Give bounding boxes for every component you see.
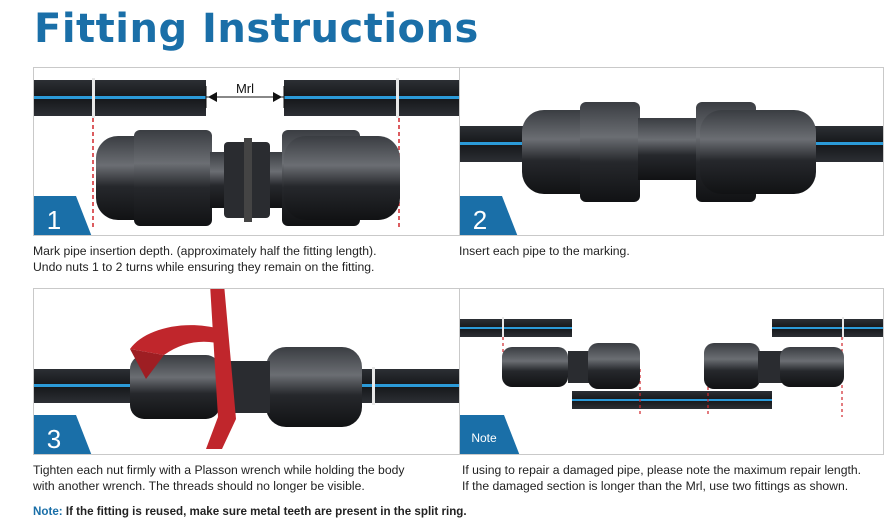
compression-fitting [130, 347, 362, 427]
repair-illustration: Note [460, 317, 883, 454]
page-title: Fitting Instructions [34, 6, 479, 52]
mrl-dimension: Mrl [205, 81, 285, 108]
step-1-panel: Mrl 1 [33, 67, 460, 236]
step-2-caption: Insert each pipe to the marking. [459, 244, 630, 258]
step-badge: 3 [34, 415, 92, 454]
step-3-caption: Tighten each nut firmly with a Plasson w… [33, 463, 405, 493]
left-pipe [460, 317, 572, 339]
step-1-caption: Mark pipe insertion depth. (approximatel… [33, 244, 377, 274]
fitting-left [502, 343, 640, 389]
step-3-illustration: 3 [34, 289, 459, 454]
note-badge: Note [460, 415, 520, 454]
step-number: 2 [473, 205, 487, 235]
step-number: 3 [47, 424, 61, 454]
step-number: 1 [47, 205, 61, 235]
note-badge-label: Note [471, 431, 497, 445]
replacement-pipe [572, 391, 772, 409]
compression-fitting [96, 130, 400, 226]
step-2-panel: 2 [459, 67, 884, 236]
reuse-note: Note: If the fitting is reused, make sur… [33, 505, 467, 518]
step-2-illustration: 2 [460, 102, 883, 235]
mrl-label: Mrl [236, 81, 254, 96]
repair-note-panel: Note [459, 288, 884, 455]
fitting-right [704, 343, 844, 389]
compression-fitting [522, 102, 816, 202]
step-1-illustration: Mrl 1 [34, 78, 459, 235]
right-pipe [772, 317, 883, 339]
note-text: If the fitting is reused, make sure meta… [65, 505, 467, 518]
left-pipe [34, 78, 206, 118]
step-badge: 1 [34, 196, 92, 235]
step-3-panel: 3 [33, 288, 460, 455]
repair-caption: If using to repair a damaged pipe, pleas… [462, 463, 862, 493]
note-label: Note: [33, 505, 63, 518]
step-badge: 2 [460, 196, 518, 235]
plasson-wrench [130, 289, 236, 449]
right-pipe [284, 78, 459, 118]
